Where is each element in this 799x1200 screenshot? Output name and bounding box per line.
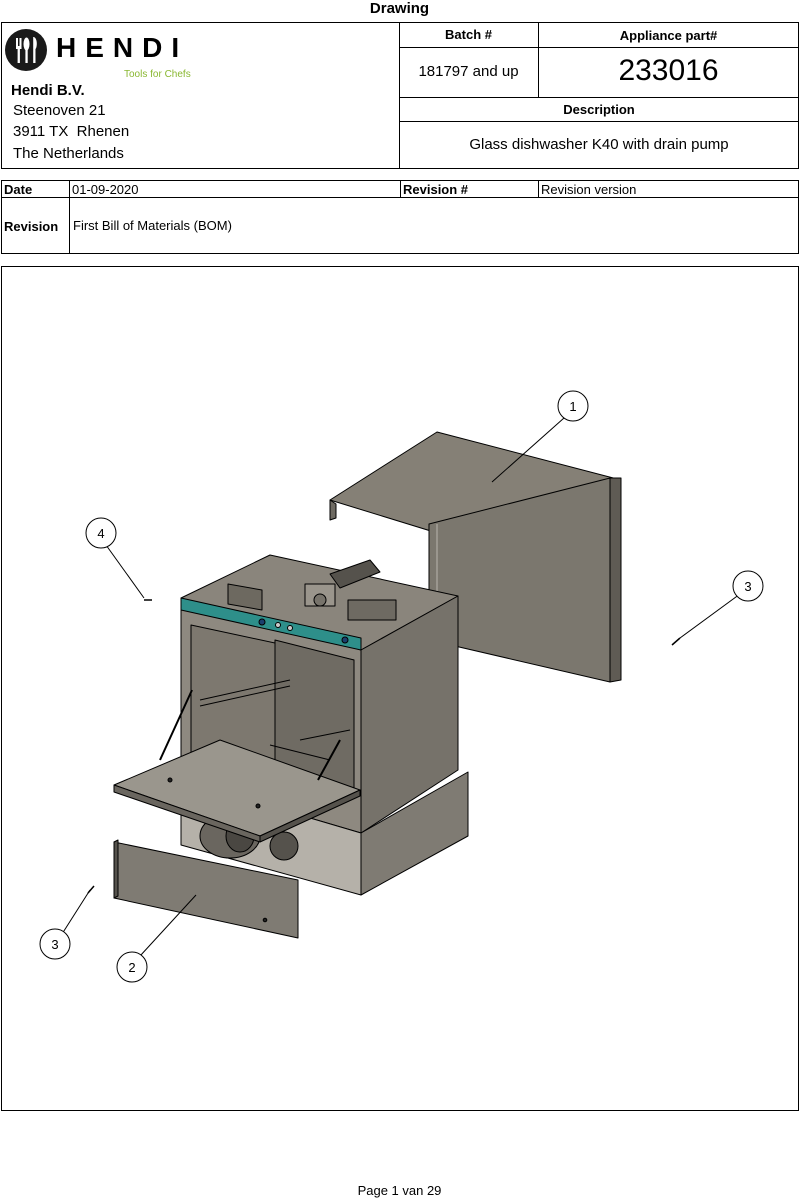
- company-address-street: Steenoven 21: [13, 102, 106, 119]
- callout-bubble-2: 1: [557, 390, 589, 422]
- callout-label-1: 2: [128, 960, 135, 975]
- date-label: Date: [4, 182, 33, 197]
- cutlery-logo-icon: [5, 29, 47, 71]
- callout-label-4: 4: [97, 526, 104, 541]
- company-name: Hendi B.V.: [11, 82, 85, 99]
- callout-label-3a: 3: [744, 579, 751, 594]
- revision-value: First Bill of Materials (BOM): [73, 218, 232, 233]
- callout-bubble-1: 2: [116, 951, 148, 983]
- batch-label: Batch #: [445, 27, 492, 42]
- logo-text: HENDI: [56, 32, 189, 63]
- page-title: Drawing: [369, 0, 430, 17]
- callout-bubble-4: 4: [85, 517, 117, 549]
- revision-number-label: Revision #: [403, 182, 469, 197]
- page-footer: Page 1 van 29: [357, 1183, 442, 1198]
- callout-bubble-3-right: 3: [732, 570, 764, 602]
- callout-leaders: [61, 417, 741, 957]
- batch-value: 181797 and up: [418, 63, 519, 80]
- company-address-city: 3911 TX Rhenen: [13, 123, 130, 140]
- callout-label-2: 1: [569, 399, 576, 414]
- dishwasher-body: [180, 554, 469, 896]
- door-part: [113, 689, 361, 843]
- hendi-logo: HENDI Tools for Chefs: [4, 26, 214, 82]
- revision-number-value: Revision version: [541, 182, 637, 197]
- callout-bubble-3-left: 3: [39, 928, 71, 960]
- header-divider: [399, 22, 400, 169]
- company-address-country: The Netherlands: [13, 145, 124, 162]
- logo-tagline: Tools for Chefs: [124, 69, 191, 80]
- description-label: Description: [563, 102, 635, 117]
- top-cover-part: [329, 431, 622, 683]
- appliance-part-value: 233016: [618, 54, 719, 87]
- appliance-part-label: Appliance part#: [619, 28, 718, 43]
- callout-label-3b: 3: [51, 937, 58, 952]
- revision-label: Revision: [4, 219, 59, 234]
- date-value: 01-09-2020: [72, 182, 139, 197]
- kick-panel-part: [113, 839, 299, 939]
- description-value: Glass dishwasher K40 with drain pump: [469, 136, 729, 153]
